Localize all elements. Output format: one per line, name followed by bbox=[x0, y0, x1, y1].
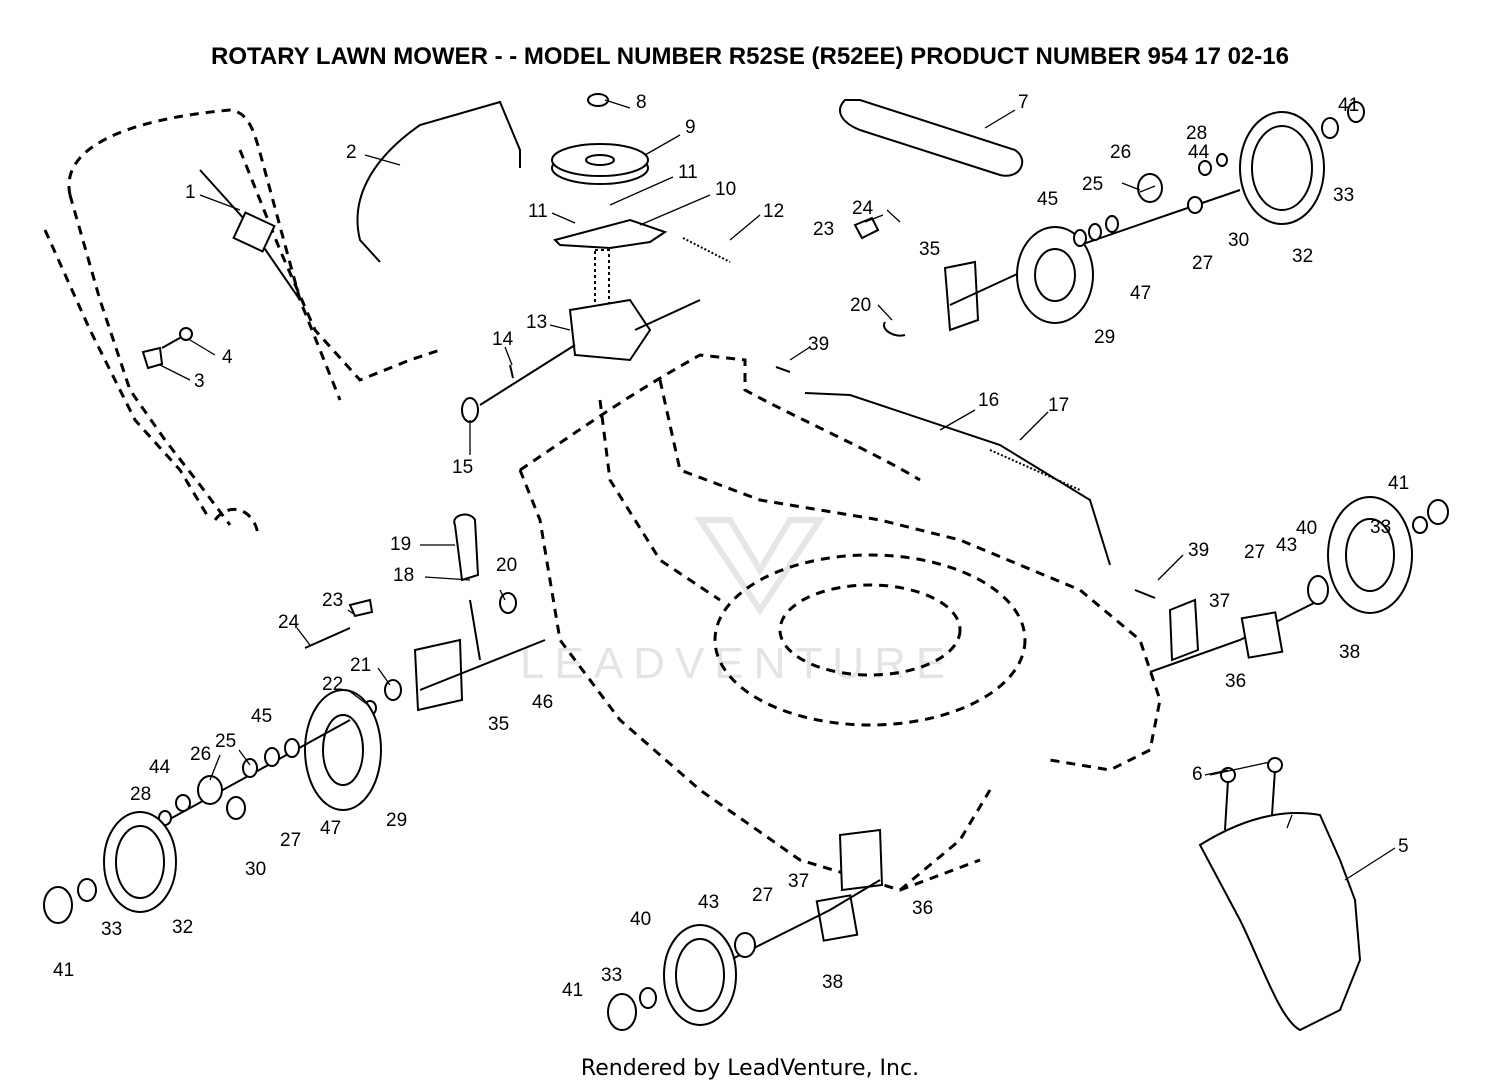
callout: 27 bbox=[280, 830, 301, 851]
callout: 26 bbox=[1110, 142, 1131, 163]
diagram-title: ROTARY LAWN MOWER - - MODEL NUMBER R52SE… bbox=[211, 43, 1289, 70]
right-rear-wheel-group bbox=[1149, 496, 1449, 673]
footer-credit: Rendered by LeadVenture, Inc. bbox=[581, 1056, 919, 1081]
callout: 41 bbox=[1388, 473, 1409, 494]
callout: 32 bbox=[172, 917, 193, 938]
callout: 43 bbox=[698, 892, 719, 913]
callout: 25 bbox=[1082, 174, 1103, 195]
callout: 44 bbox=[1188, 142, 1210, 163]
front-bottom-wheel-group bbox=[607, 828, 884, 1031]
part-8-9-pulley bbox=[551, 93, 649, 185]
callout: 24 bbox=[852, 198, 874, 219]
callout: 41 bbox=[53, 960, 74, 981]
callouts: 1 2 3 4 5 6 7 8 9 10 11 11 12 13 14 15 1… bbox=[53, 92, 1409, 1001]
callout: 37 bbox=[1209, 591, 1230, 612]
callout: 16 bbox=[978, 390, 999, 411]
part-10-bracket bbox=[553, 218, 668, 250]
part-1-control-cable bbox=[199, 169, 301, 301]
callout: 45 bbox=[251, 706, 272, 727]
callout: 27 bbox=[752, 885, 773, 906]
callout: 22 bbox=[322, 674, 343, 695]
callout: 25 bbox=[215, 731, 236, 752]
callout: 18 bbox=[393, 565, 414, 586]
callout: 33 bbox=[601, 965, 622, 986]
callout: 33 bbox=[101, 919, 122, 940]
callout: 3 bbox=[194, 371, 205, 392]
callout: 32 bbox=[1292, 246, 1313, 267]
part-16-17-rod-spring bbox=[775, 366, 1156, 599]
callout: 46 bbox=[532, 692, 553, 713]
callout: 9 bbox=[685, 117, 696, 138]
callout: 45 bbox=[1037, 189, 1058, 210]
callout: 41 bbox=[562, 980, 583, 1001]
callout: 30 bbox=[1228, 230, 1249, 251]
part-7-belt bbox=[839, 99, 1024, 177]
callout: 35 bbox=[919, 239, 940, 260]
handle-outline bbox=[43, 108, 441, 536]
callout: 44 bbox=[149, 757, 171, 778]
callout: 26 bbox=[190, 744, 211, 765]
callout: 23 bbox=[322, 590, 343, 611]
callout: 40 bbox=[630, 909, 651, 930]
callout: 38 bbox=[1339, 642, 1360, 663]
callout: 14 bbox=[492, 329, 514, 350]
callout: 4 bbox=[222, 347, 233, 368]
callout: 12 bbox=[763, 201, 784, 222]
callout: 13 bbox=[526, 312, 547, 333]
callout: 17 bbox=[1048, 395, 1069, 416]
part-14-key bbox=[509, 364, 514, 379]
callout: 35 bbox=[488, 714, 509, 735]
callout: 40 bbox=[1296, 518, 1317, 539]
callout: 11 bbox=[528, 201, 548, 222]
callout: 28 bbox=[130, 784, 151, 805]
callout: 5 bbox=[1398, 836, 1409, 857]
callout: 27 bbox=[1244, 542, 1265, 563]
callout: 47 bbox=[320, 818, 341, 839]
callout: 47 bbox=[1130, 283, 1151, 304]
callout: 6 bbox=[1192, 764, 1203, 785]
callout: 20 bbox=[850, 295, 871, 316]
watermark-logo bbox=[694, 517, 826, 616]
callout: 36 bbox=[912, 898, 933, 919]
leader-lines bbox=[159, 99, 1396, 881]
callout: 2 bbox=[346, 142, 357, 163]
part-13-transmission bbox=[461, 249, 701, 423]
callout: 24 bbox=[278, 612, 300, 633]
callout: 23 bbox=[813, 219, 834, 240]
callout: 7 bbox=[1018, 92, 1029, 113]
callout: 41 bbox=[1338, 95, 1359, 116]
part-12-spring bbox=[682, 237, 731, 263]
callout: 15 bbox=[452, 457, 473, 478]
callout: 38 bbox=[822, 972, 843, 993]
callout: 36 bbox=[1225, 671, 1246, 692]
part-2-bail bbox=[356, 100, 521, 263]
callout: 43 bbox=[1276, 535, 1297, 556]
callout: 33 bbox=[1370, 517, 1391, 538]
callout: 29 bbox=[1094, 327, 1115, 348]
left-front-assembly bbox=[43, 513, 546, 924]
callout: 37 bbox=[788, 871, 809, 892]
mower-deck-outline bbox=[518, 353, 1162, 892]
callout: 11 bbox=[678, 162, 698, 183]
callout: 10 bbox=[715, 179, 736, 200]
callout: 39 bbox=[1188, 540, 1209, 561]
watermark: LEADVENTURE bbox=[520, 639, 955, 688]
callout: 28 bbox=[1186, 123, 1207, 144]
part-3-4-knob-bolt bbox=[141, 327, 193, 370]
callout: 29 bbox=[386, 810, 407, 831]
callout: 8 bbox=[636, 92, 647, 113]
callout: 1 bbox=[185, 182, 196, 203]
part-5-6-rear-deflector bbox=[1198, 757, 1362, 1032]
callout: 19 bbox=[390, 534, 411, 555]
callout: 39 bbox=[808, 334, 829, 355]
callout: 21 bbox=[350, 655, 371, 676]
callout: 20 bbox=[496, 555, 517, 576]
callout: 30 bbox=[245, 859, 266, 880]
callout: 33 bbox=[1333, 185, 1354, 206]
callout: 27 bbox=[1192, 253, 1213, 274]
